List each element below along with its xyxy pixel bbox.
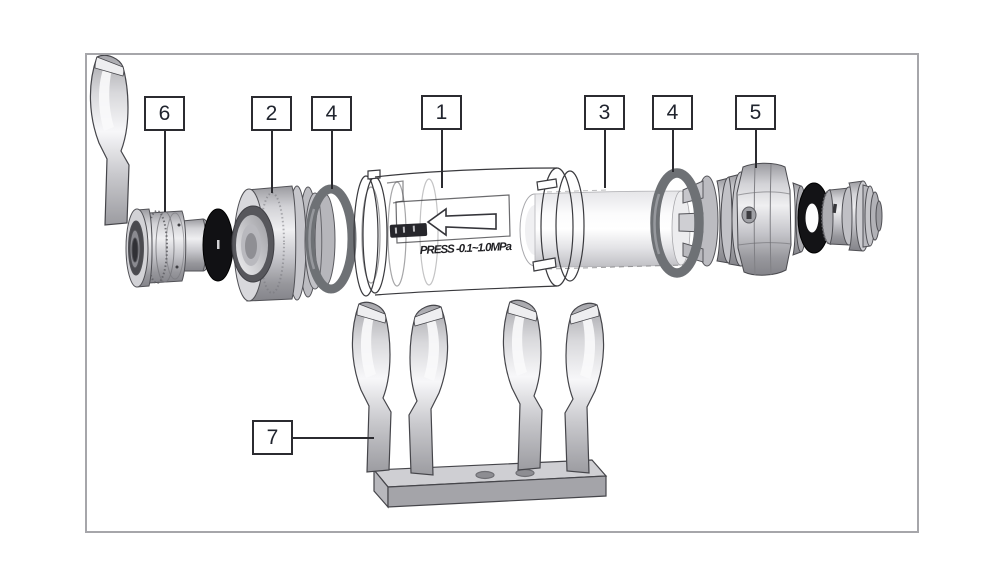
callout-box-2: 2 <box>251 96 292 131</box>
callout-box-1: 1 <box>421 95 462 130</box>
callout-leader-4 <box>671 130 674 172</box>
part-2-collar <box>231 185 318 302</box>
callout-leader-6 <box>163 131 166 212</box>
callout-leader-1 <box>440 130 443 188</box>
callout-box-3: 3 <box>584 95 625 130</box>
callout-leader-7 <box>293 436 374 439</box>
part-1-transparent-body <box>353 167 558 297</box>
part-seal-disc <box>202 208 234 282</box>
callout-box-4: 4 <box>652 95 693 130</box>
part-5-fitting-body <box>716 162 810 276</box>
part-6-end-plug <box>125 208 212 288</box>
callout-box-5: 5 <box>735 95 776 130</box>
figure-frame: PRESS -0.1~1.0MPa <box>85 53 919 533</box>
part-4-oring-right <box>650 168 704 278</box>
exploded-assembly-drawing: PRESS -0.1~1.0MPa <box>89 55 883 509</box>
clip-prong <box>89 55 130 226</box>
callout-box-6: 6 <box>144 96 185 131</box>
body-brand-label <box>389 223 428 238</box>
part-7-mounting-clip <box>89 55 608 509</box>
part-right-end-plug <box>821 180 883 252</box>
part-4-oring-left <box>305 184 357 294</box>
callout-leader-3 <box>603 130 606 188</box>
part-seal-ring-right <box>797 182 831 254</box>
callout-leader-2 <box>270 131 273 193</box>
part-1-right-rim <box>532 167 585 287</box>
callout-box-7: 7 <box>252 420 293 455</box>
flow-direction-arrow <box>426 207 497 237</box>
press-label: PRESS -0.1~1.0MPa <box>420 241 513 257</box>
callout-leader-4 <box>330 131 333 189</box>
callout-box-4: 4 <box>311 96 352 131</box>
callout-leader-5 <box>754 130 757 168</box>
